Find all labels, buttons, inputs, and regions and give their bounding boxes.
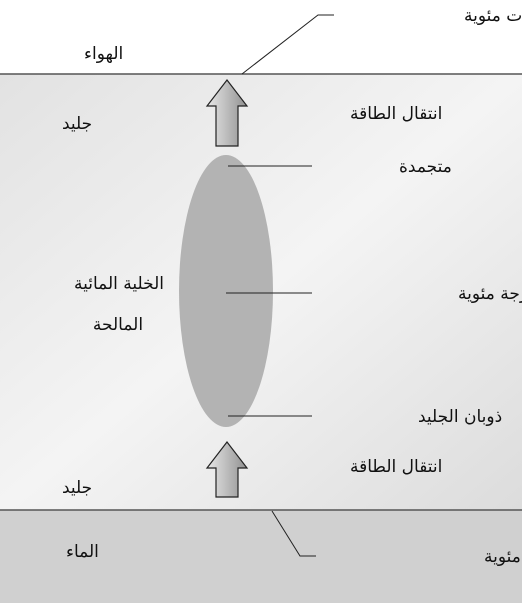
label-ice-bottom: جليد [62,478,92,498]
air-region [0,0,522,74]
label-ice-top: جليد [62,114,92,134]
label-water: الماء [66,542,99,562]
energy-arrow-top [205,79,249,147]
energy-arrow-bottom [205,441,249,498]
leader-water-temp [271,510,316,557]
leader-air-temp [241,14,334,75]
label-frozen: متجمدة [399,157,452,177]
label-air-temp: –٥ درجات مئوية [464,6,522,26]
label-water-temp: صفر درجة مئوية [484,547,522,567]
label-cell-line2: المالحة [93,315,143,335]
brine-cell [179,155,273,427]
label-energy-bottom: انتقال الطاقة [350,457,442,477]
label-cell-line1: الخلية المائية [74,274,164,294]
label-melting: ذوبان الجليد [418,407,502,427]
label-air: الهواء [84,44,123,64]
water-layer [0,510,522,603]
label-energy-top: انتقال الطاقة [350,104,442,124]
label-cell-temp: –٢ درجة مئوية [458,284,522,304]
